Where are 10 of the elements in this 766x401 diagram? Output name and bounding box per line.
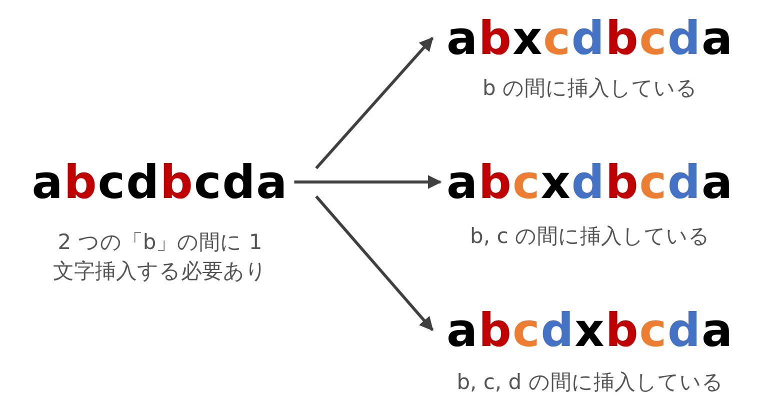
caption-text: b の間に挿入している	[482, 75, 698, 102]
caption-text: b, c, d の間に挿入している	[456, 369, 724, 396]
word-text: abcxdbcda	[446, 156, 734, 208]
caption-text: b, c の間に挿入している	[470, 223, 710, 250]
arrow	[315, 36, 434, 170]
arrow	[315, 195, 434, 332]
caption-text: 2 つの「b」の間に 1 文字挿入する必要あり	[52, 229, 268, 285]
word-text: abxcdbcda	[446, 12, 734, 64]
word-text: abcdbcda	[32, 156, 288, 208]
word-text: abcdxbcda	[446, 304, 734, 356]
